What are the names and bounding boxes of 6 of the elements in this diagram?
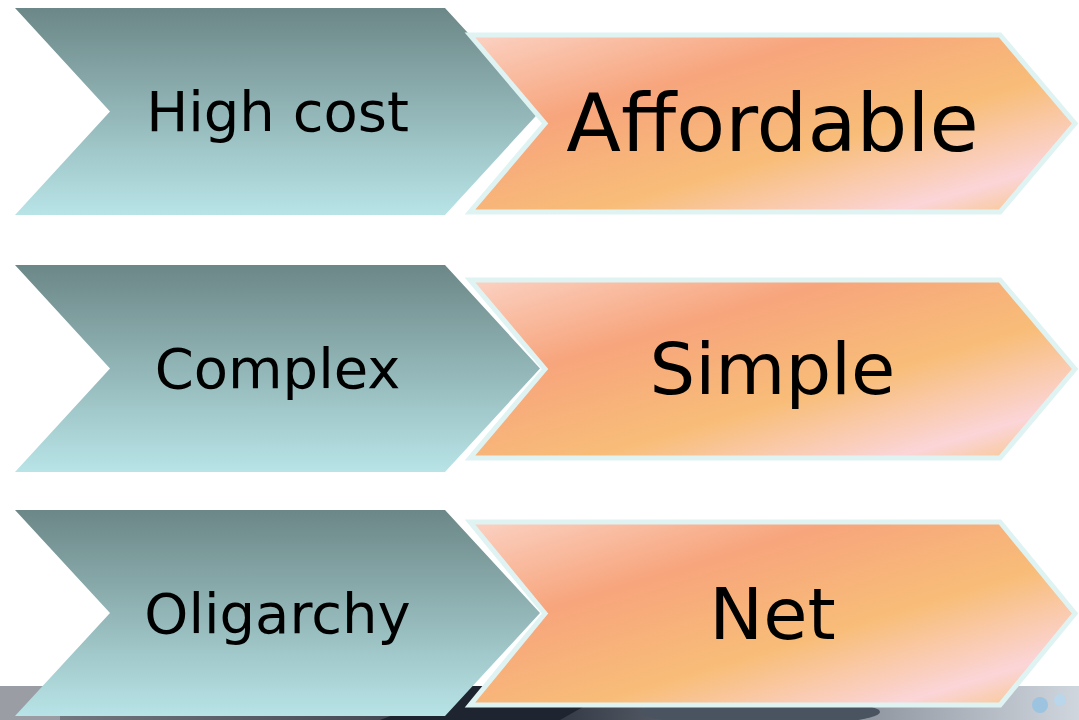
chevron-label: Affordable (566, 77, 979, 170)
chevron-label: Simple (649, 327, 896, 411)
chevron-label: Oligarchy (144, 580, 411, 646)
chevron-label: Net (709, 571, 836, 656)
chevron-label: Complex (154, 336, 401, 401)
chevron-label: High cost (146, 79, 409, 144)
